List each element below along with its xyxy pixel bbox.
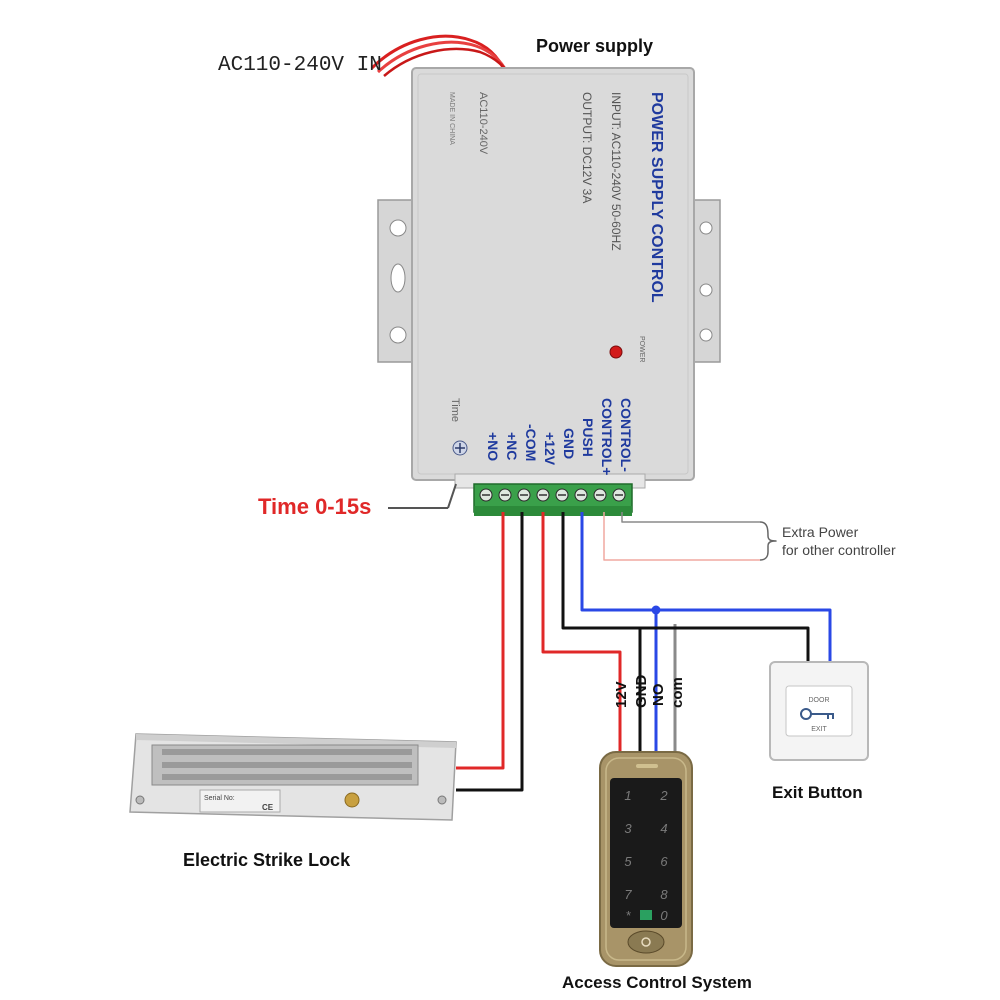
access-control-keypad: 1 2 3 4 5 6 7 8 9 0 * — [599, 751, 693, 967]
terminal-label-push: PUSH — [580, 418, 596, 457]
key-4: 4 — [660, 821, 667, 836]
terminal-block — [473, 483, 633, 516]
wire-lock-red — [456, 512, 505, 770]
psu-side-rating: AC110-240V — [477, 92, 489, 155]
wire-junction-blue — [651, 605, 661, 615]
wire-extra-pink — [603, 512, 760, 561]
exit-button-device: DOOR EXIT — [769, 661, 869, 761]
ac-input-label: AC110-240V IN — [218, 54, 382, 77]
wire-no-blue — [580, 512, 658, 752]
wire-exit-black — [640, 626, 810, 664]
key-3: 3 — [624, 821, 632, 836]
power-led-label: POWER — [638, 336, 645, 362]
wire-label-com: com — [669, 677, 686, 708]
wire-exit-blue — [656, 608, 832, 664]
access-wire-labels: 12V GND NO com — [613, 675, 686, 709]
exit-button-label: Exit Button — [772, 783, 863, 802]
wire-lock-black — [456, 512, 524, 792]
lock-serial-label: Serial No: — [204, 795, 235, 802]
exit-button-exit-text: EXIT — [811, 726, 827, 733]
exit-button-door-text: DOOR — [809, 697, 830, 704]
key-7: 7 — [624, 887, 632, 902]
wire-label-gnd: GND — [633, 675, 650, 709]
lock-ce-mark: CE — [262, 803, 274, 812]
keypad-keys: 1 2 3 4 5 6 7 8 9 0 * — [624, 788, 668, 923]
psu-made-in: MADE IN CHINA — [448, 92, 455, 145]
wires — [456, 512, 832, 792]
terminal-label-no: +NO — [485, 432, 501, 461]
time-range-label: Time 0-15s — [258, 494, 371, 519]
power-supply-unit: POWER SUPPLY CONTROL INPUT: AC110-240V 5… — [377, 67, 721, 516]
key-2: 2 — [659, 788, 668, 803]
doorbell-icon — [627, 930, 665, 954]
psu-title: POWER SUPPLY CONTROL — [648, 92, 665, 303]
time-knob-label: Time — [449, 398, 461, 422]
key-icon — [800, 708, 834, 720]
electric-strike-lock: Serial No: CE — [129, 733, 457, 821]
wire-extra-gray — [621, 512, 760, 523]
electric-strike-lock-label: Electric Strike Lock — [183, 850, 351, 870]
mount-bracket-right — [691, 199, 721, 363]
wire-gnd-black — [561, 512, 642, 752]
terminal-labels: +NO +NC -COM +12V GND PUSH CONTROL+ CONT… — [485, 398, 634, 475]
wire-label-12v: 12V — [613, 681, 630, 708]
terminal-label-control-plus: CONTROL+ — [599, 398, 615, 475]
terminal-label-gnd: GND — [561, 428, 577, 459]
key-5: 5 — [624, 854, 632, 869]
extra-power-label-2: for other controller — [782, 542, 896, 558]
extra-power-label-1: Extra Power — [782, 524, 859, 540]
terminal-label-12v: +12V — [542, 432, 558, 466]
terminal-label-com: -COM — [523, 424, 539, 461]
power-led — [609, 345, 623, 359]
key-6: 6 — [660, 854, 668, 869]
access-control-system-label: Access Control System — [562, 973, 752, 992]
wire-12v-red — [541, 512, 622, 752]
key-1: 1 — [624, 788, 631, 803]
wire-label-no: NO — [650, 683, 667, 706]
psu-output-spec: OUTPUT: DC12V 3A — [580, 92, 594, 203]
psu-input-spec: INPUT: AC110-240V 50-60HZ — [609, 92, 623, 251]
key-star: * — [625, 908, 631, 923]
key-8: 8 — [660, 887, 668, 902]
extra-power-brace — [759, 521, 777, 561]
power-supply-label: Power supply — [536, 36, 653, 56]
time-knob — [452, 440, 468, 456]
key-0: 0 — [660, 908, 668, 923]
terminal-label-control-minus: CONTROL- — [618, 398, 634, 472]
terminal-label-nc: +NC — [504, 432, 520, 460]
keypad-indicator — [640, 910, 652, 920]
